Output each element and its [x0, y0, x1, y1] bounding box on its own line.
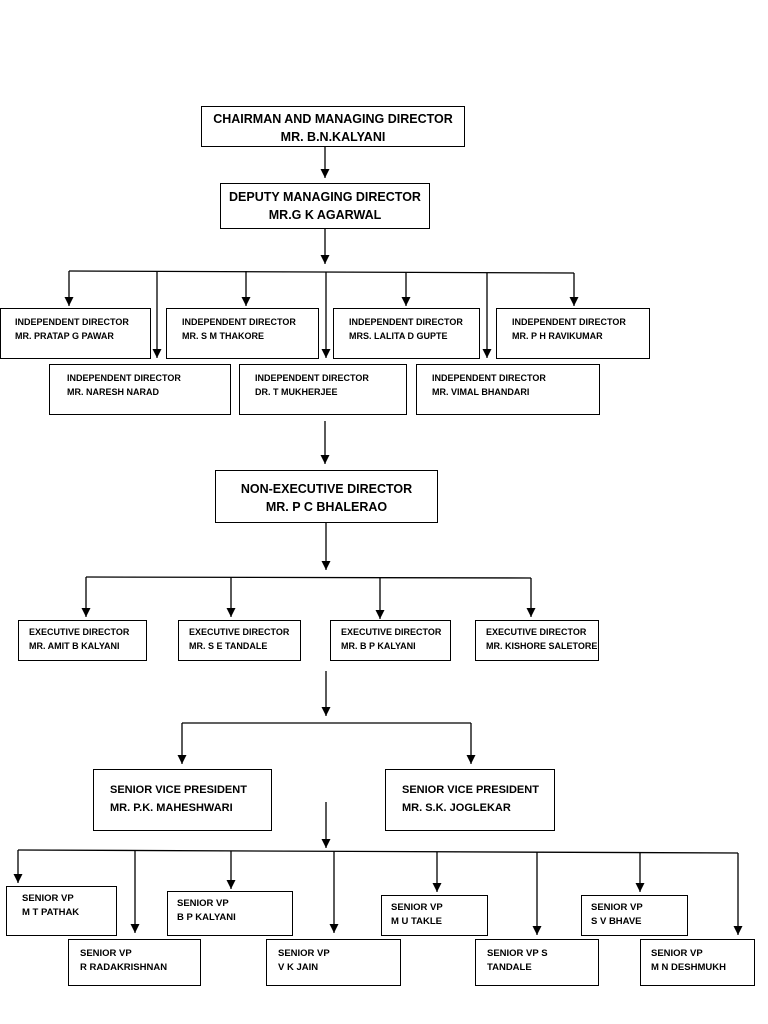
role-title: SENIOR VP — [22, 893, 74, 904]
role-title: SENIOR VP — [391, 902, 443, 913]
role-title: DEPUTY MANAGING DIRECTOR — [229, 190, 421, 204]
role-title: INDEPENDENT DIRECTOR — [67, 373, 181, 383]
person-name: S V BHAVE — [591, 916, 642, 927]
person-name: TANDALE — [487, 962, 532, 973]
role-title: INDEPENDENT DIRECTOR — [255, 373, 369, 383]
executive-director-box: EXECUTIVE DIRECTOR MR. AMIT B KALYANI — [18, 620, 147, 661]
independent-director-box: INDEPENDENT DIRECTOR MR. VIMAL BHANDARI — [416, 364, 600, 415]
person-name: MR. B P KALYANI — [341, 641, 416, 651]
independent-director-box: INDEPENDENT DIRECTOR MR. S M THAKORE — [166, 308, 319, 359]
vp-bus — [17, 849, 739, 854]
person-name: MR. KISHORE SALETORE — [486, 641, 598, 651]
independent-director-box: INDEPENDENT DIRECTOR MR. NARESH NARAD — [49, 364, 231, 415]
person-name: MR. P H RAVIKUMAR — [512, 331, 603, 341]
senior-vp-box: SENIOR VP S TANDALE — [475, 939, 599, 986]
role-title: INDEPENDENT DIRECTOR — [512, 317, 626, 327]
person-name: DR. T MUKHERJEE — [255, 387, 338, 397]
person-name: MRS. LALITA D GUPTE — [349, 331, 448, 341]
person-name: M N DESHMUKH — [651, 962, 726, 973]
senior-vp-box: SENIOR VP B P KALYANI — [167, 891, 293, 936]
person-name: MR. AMIT B KALYANI — [29, 641, 120, 651]
person-name: M T PATHAK — [22, 907, 80, 918]
senior-vp-box: SENIOR VP V K JAIN — [266, 939, 401, 986]
role-title: CHAIRMAN AND MANAGING DIRECTOR — [213, 112, 453, 126]
senior-vice-president-box: SENIOR VICE PRESIDENT MR. P.K. MAHESHWAR… — [93, 769, 272, 831]
role-title: INDEPENDENT DIRECTOR — [15, 317, 129, 327]
senior-vp-box: SENIOR VP S V BHAVE — [581, 895, 688, 936]
executive-bus — [85, 576, 532, 579]
independent-director-box: INDEPENDENT DIRECTOR MR. P H RAVIKUMAR — [496, 308, 650, 359]
role-title: NON-EXECUTIVE DIRECTOR — [240, 482, 413, 496]
person-name: M U TAKLE — [391, 916, 443, 927]
senior-vp-box: SENIOR VP M U TAKLE — [381, 895, 488, 936]
person-name: MR. P.K. MAHESHWARI — [110, 802, 233, 814]
person-name: MR. S M THAKORE — [182, 331, 264, 341]
person-name: MR. S E TANDALE — [189, 641, 268, 651]
senior-vice-president-box: SENIOR VICE PRESIDENT MR. S.K. JOGLEKAR — [385, 769, 555, 831]
person-name: MR. NARESH NARAD — [67, 387, 159, 397]
person-name: R RADAKRISHNAN — [80, 962, 168, 973]
executive-director-box: EXECUTIVE DIRECTOR MR. KISHORE SALETORE — [475, 620, 599, 661]
person-name: MR. B.N.KALYANI — [280, 130, 386, 144]
executive-director-box: EXECUTIVE DIRECTOR MR. B P KALYANI — [330, 620, 451, 661]
person-name: MR. S.K. JOGLEKAR — [402, 802, 511, 814]
person-name: MR. VIMAL BHANDARI — [432, 387, 530, 397]
independent-director-box: INDEPENDENT DIRECTOR DR. T MUKHERJEE — [239, 364, 407, 415]
chairman-box: CHAIRMAN AND MANAGING DIRECTOR MR. B.N.K… — [201, 106, 465, 147]
role-title: INDEPENDENT DIRECTOR — [349, 317, 463, 327]
senior-vp-box: SENIOR VP R RADAKRISHNAN — [68, 939, 201, 986]
person-name: V K JAIN — [278, 962, 319, 973]
person-name: B P KALYANI — [177, 912, 236, 923]
independent-bus — [68, 270, 575, 274]
senior-vp-box: SENIOR VP M T PATHAK — [6, 886, 117, 936]
role-title: EXECUTIVE DIRECTOR — [29, 627, 130, 637]
person-name: MR. P C BHALERAO — [265, 500, 388, 514]
role-title: SENIOR VP — [80, 948, 132, 959]
role-title: SENIOR VP — [278, 948, 330, 959]
role-title: INDEPENDENT DIRECTOR — [182, 317, 296, 327]
role-title: EXECUTIVE DIRECTOR — [189, 627, 290, 637]
person-name: MR. PRATAP G PAWAR — [15, 331, 114, 341]
independent-director-box: INDEPENDENT DIRECTOR MRS. LALITA D GUPTE — [333, 308, 480, 359]
person-name: MR.G K AGARWAL — [268, 208, 382, 222]
role-title: SENIOR VICE PRESIDENT — [110, 784, 247, 796]
role-title: SENIOR VP — [651, 948, 703, 959]
executive-director-box: EXECUTIVE DIRECTOR MR. S E TANDALE — [178, 620, 301, 661]
deputy-box: DEPUTY MANAGING DIRECTOR MR.G K AGARWAL — [220, 183, 430, 229]
role-title: SENIOR VP — [177, 898, 229, 909]
role-title: EXECUTIVE DIRECTOR — [486, 627, 587, 637]
non-executive-director-box: NON-EXECUTIVE DIRECTOR MR. P C BHALERAO — [215, 470, 438, 523]
role-title: SENIOR VP — [591, 902, 643, 913]
role-title: EXECUTIVE DIRECTOR — [341, 627, 442, 637]
senior-vp-box: SENIOR VP M N DESHMUKH — [640, 939, 755, 986]
role-title: SENIOR VICE PRESIDENT — [402, 784, 539, 796]
role-title: SENIOR VP S — [487, 948, 548, 959]
role-title: INDEPENDENT DIRECTOR — [432, 373, 546, 383]
independent-director-box: INDEPENDENT DIRECTOR MR. PRATAP G PAWAR — [0, 308, 151, 359]
